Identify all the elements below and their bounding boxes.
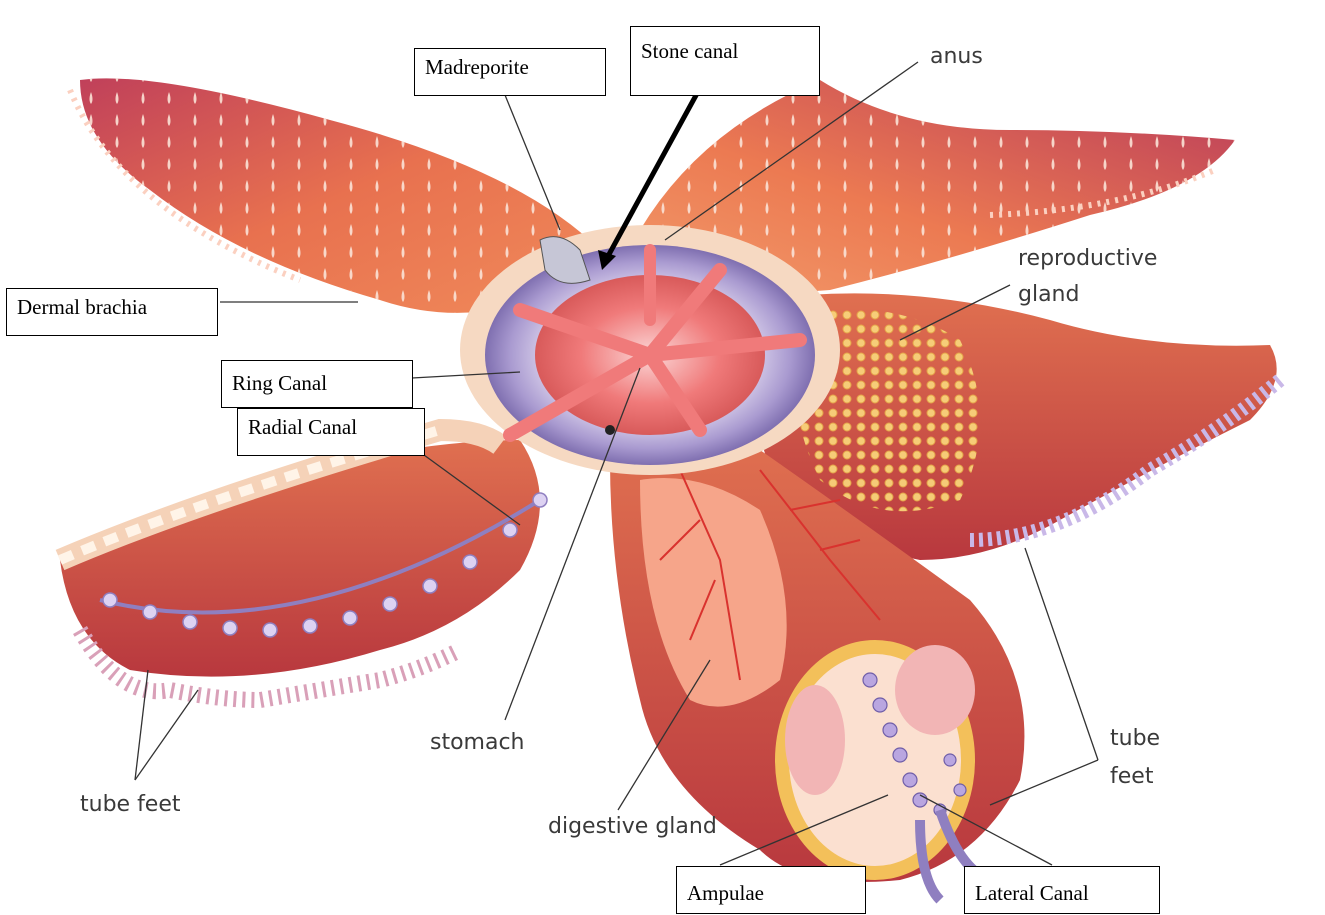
tube-feet-left-label: tube feet: [80, 792, 181, 817]
anus-label: anus: [930, 44, 983, 69]
tube-feet-right-label-line1: tube: [1110, 726, 1160, 751]
tube-feet-right-line-1: [1025, 548, 1098, 760]
madreporite-label: Madreporite: [414, 48, 606, 96]
reproductive-gland-label-line2: gland: [1018, 282, 1079, 307]
stone-canal-label: Stone canal: [630, 26, 820, 96]
reproductive-gland-label-line1: reproductive: [1018, 246, 1157, 271]
digestive-gland-label: digestive gland: [548, 814, 717, 839]
dermal-brachia-label: Dermal brachia: [6, 288, 218, 336]
radial-canal-label: Radial Canal: [237, 408, 425, 456]
lower-left-arm: [60, 430, 547, 700]
ampulae-label: Ampulae: [676, 866, 866, 914]
ring-canal-label: Ring Canal: [221, 360, 413, 408]
tube-feet-right-label-line2: feet: [1110, 764, 1153, 789]
lateral-canal-label: Lateral Canal: [964, 866, 1160, 914]
central-disc: [460, 225, 840, 475]
stomach-label: stomach: [430, 730, 525, 755]
